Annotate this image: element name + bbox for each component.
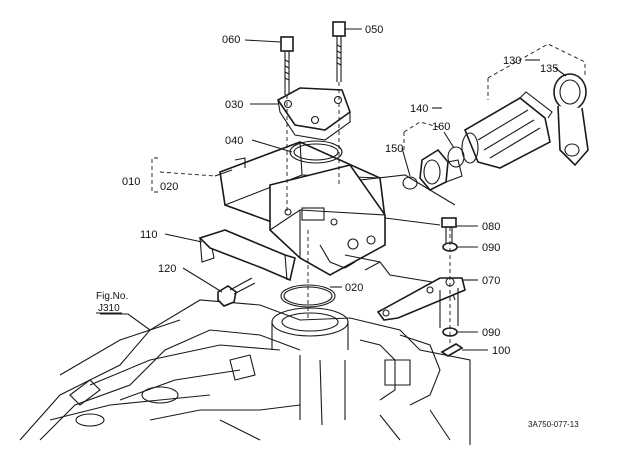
part-label-080: 080 [482, 221, 500, 233]
bolt-050 [332, 21, 346, 82]
part-label-140: 140 [410, 103, 428, 115]
leader-lines [100, 28, 567, 351]
part-label-110: 110 [140, 229, 158, 241]
transmission-housing [19, 299, 471, 445]
part-label-040: 040 [225, 135, 243, 147]
part-label-030: 030 [225, 99, 243, 111]
o-ring-040 [289, 140, 343, 164]
quick-coupler-130 [461, 91, 553, 169]
part-label-060: 060 [222, 34, 240, 46]
o-ring-150 [402, 176, 418, 190]
bolt-120 [217, 277, 256, 307]
figure-ref-number: J310 [98, 303, 120, 314]
part-label-070: 070 [482, 275, 500, 287]
bracket-110 [198, 229, 296, 282]
part-label-090-lower: 090 [482, 327, 500, 339]
part-label-020-lower: 020 [345, 282, 363, 294]
part-label-135: 135 [540, 63, 558, 75]
part-label-010: 010 [122, 176, 140, 188]
part-label-130: 130 [503, 55, 521, 67]
bolt-080 [441, 217, 457, 245]
part-label-050: 050 [365, 24, 383, 36]
part-label-120: 120 [158, 263, 176, 275]
guide-line-010 [159, 171, 216, 177]
pin-100 [440, 343, 464, 357]
valve-assembly [214, 141, 456, 301]
lever-070 [376, 277, 466, 328]
part-labels: 060 050 030 040 010 020 110 120 020 130 … [122, 24, 558, 357]
part-label-160: 160 [432, 121, 450, 133]
kit-bracket-010 [151, 157, 160, 193]
figure-ref-title: Fig.No. [96, 291, 128, 302]
cover-plate [276, 87, 351, 141]
drawing-code: 3A750-077-13 [528, 420, 579, 429]
adapter-140 [419, 148, 463, 191]
part-label-090-upper: 090 [482, 242, 500, 254]
part-label-020-upper: 020 [160, 181, 178, 193]
dust-cap-135 [553, 73, 589, 167]
o-ring-160 [447, 146, 465, 168]
bolt-060 [280, 36, 294, 95]
part-label-100: 100 [492, 345, 510, 357]
part-label-150: 150 [385, 143, 403, 155]
o-ring-040-inner [293, 143, 339, 161]
